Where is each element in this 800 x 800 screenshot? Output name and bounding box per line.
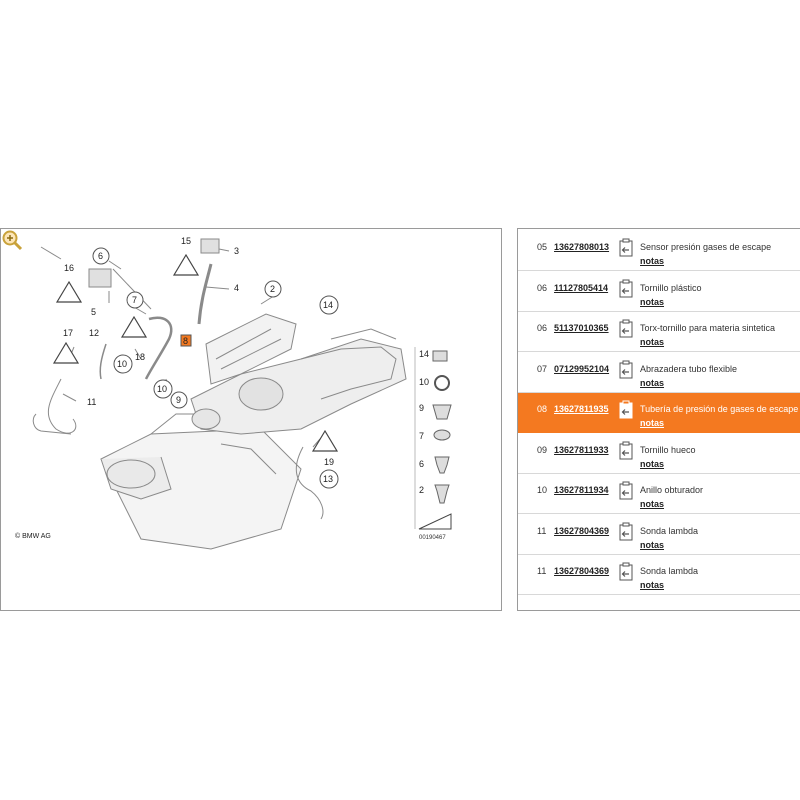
part-row[interactable]: 06 11127805414 Tornillo plástico notas bbox=[518, 272, 800, 312]
position-number: 05 bbox=[537, 242, 548, 252]
part-row[interactable]: 08 13627811935 Tubería de presión de gases… bbox=[518, 393, 800, 433]
add-to-cart-icon[interactable] bbox=[619, 319, 634, 339]
part-number-link[interactable]: 07129952104 bbox=[554, 363, 610, 374]
part-row[interactable]: 07 07129952104 Abrazadera tubo flexible not… bbox=[518, 353, 800, 393]
add-to-cart-icon[interactable] bbox=[619, 522, 634, 542]
position-number: 11 bbox=[537, 525, 547, 536]
add-to-cart-icon[interactable] bbox=[619, 279, 634, 299]
zoom-icon[interactable] bbox=[1, 229, 23, 251]
svg-text:3: 3 bbox=[234, 246, 239, 256]
part-number-link[interactable]: 13627804369 bbox=[554, 566, 610, 576]
notes-link[interactable]: notas bbox=[640, 499, 665, 509]
parts-list-panel: 05 13627808013 Sensor presión gases de esc… bbox=[517, 228, 800, 611]
svg-text:11: 11 bbox=[87, 397, 96, 407]
notes-link[interactable]: notas bbox=[640, 256, 665, 266]
svg-text:4: 4 bbox=[234, 283, 239, 293]
part-number-link[interactable]: 13627811935 bbox=[554, 404, 609, 414]
svg-text:10: 10 bbox=[419, 377, 429, 387]
svg-text:9: 9 bbox=[419, 403, 424, 413]
svg-text:7: 7 bbox=[419, 431, 424, 441]
svg-text:10: 10 bbox=[157, 384, 167, 394]
part-description: Sensor presión gases de escape bbox=[640, 242, 772, 252]
part-row[interactable]: 11 13627804369 Sonda lambda notas bbox=[518, 555, 800, 595]
position-number: 10 bbox=[537, 485, 548, 495]
svg-text:14: 14 bbox=[419, 349, 429, 359]
svg-text:14: 14 bbox=[323, 300, 333, 310]
notes-link[interactable]: notas bbox=[640, 377, 665, 388]
position-number: 11 bbox=[537, 566, 547, 576]
position-number: 06 bbox=[537, 323, 548, 333]
part-number-link[interactable]: 13627811933 bbox=[554, 444, 609, 455]
svg-text:15: 15 bbox=[181, 236, 191, 246]
svg-text:6: 6 bbox=[419, 459, 424, 469]
position-number: 09 bbox=[537, 444, 548, 455]
part-number-link[interactable]: 51137010365 bbox=[554, 323, 609, 333]
svg-text:8: 8 bbox=[183, 336, 188, 346]
parts-diagram: 6 16 15 3 4 2 14 5 7 12 17 18 10 10 9 8 … bbox=[32, 236, 452, 550]
part-row[interactable]: 09 13627811933 Tornillo hueco notas bbox=[518, 434, 800, 474]
add-to-cart-icon[interactable] bbox=[619, 441, 634, 461]
svg-text:6: 6 bbox=[98, 251, 103, 261]
add-to-cart-icon[interactable] bbox=[619, 360, 634, 380]
part-description: Torx-tornillo para materia sintetica bbox=[640, 323, 776, 333]
position-number: 08 bbox=[537, 404, 548, 414]
part-row[interactable]: 11 13627804369 Sonda lambda notas bbox=[518, 515, 800, 555]
add-to-cart-icon[interactable] bbox=[619, 400, 634, 420]
copyright-text: © BMW AG bbox=[15, 533, 51, 540]
position-number: 07 bbox=[537, 363, 548, 374]
part-description: Sonda lambda bbox=[640, 566, 699, 576]
diagram-number: 00190467 bbox=[419, 535, 446, 541]
part-number-link[interactable]: 11127805414 bbox=[554, 282, 609, 293]
part-description: Sonda lambda bbox=[640, 525, 699, 536]
svg-text:13: 13 bbox=[323, 474, 333, 484]
svg-text:17: 17 bbox=[63, 328, 73, 338]
part-description: Anillo obturador bbox=[640, 485, 704, 495]
notes-link[interactable]: notas bbox=[640, 580, 665, 590]
position-number: 06 bbox=[537, 282, 548, 293]
callout-labels: 6 16 15 3 4 2 14 5 7 12 17 18 10 10 9 8 … bbox=[63, 236, 339, 489]
svg-text:5: 5 bbox=[91, 307, 96, 317]
svg-text:12: 12 bbox=[89, 328, 99, 338]
parts-diagram-panel: 6 16 15 3 4 2 14 5 7 12 17 18 10 10 9 8 … bbox=[0, 228, 502, 611]
svg-text:10: 10 bbox=[117, 359, 127, 369]
add-to-cart-icon[interactable] bbox=[619, 562, 634, 582]
notes-link[interactable]: notas bbox=[640, 458, 665, 469]
part-description: Abrazadera tubo flexible bbox=[640, 363, 738, 374]
notes-link[interactable]: notas bbox=[640, 296, 665, 307]
svg-text:7: 7 bbox=[132, 295, 137, 305]
svg-text:9: 9 bbox=[176, 395, 181, 405]
notes-link[interactable]: notas bbox=[640, 418, 665, 428]
svg-text:18: 18 bbox=[135, 352, 145, 362]
svg-text:2: 2 bbox=[419, 485, 424, 495]
part-row[interactable]: 10 13627811934 Anillo obturador notas bbox=[518, 474, 800, 514]
small-parts-legend: 14 10 9 7 6 2 bbox=[414, 347, 452, 530]
part-row[interactable]: 05 13627808013 Sensor presión gases de esc… bbox=[518, 231, 800, 271]
part-row[interactable]: 06 51137010365 Torx-tornillo para materia … bbox=[518, 312, 800, 352]
add-to-cart-icon[interactable] bbox=[619, 238, 634, 258]
part-description: Tornillo hueco bbox=[640, 444, 696, 455]
part-number-link[interactable]: 13627808013 bbox=[554, 242, 610, 252]
part-number-link[interactable]: 13627811934 bbox=[554, 485, 609, 495]
notes-link[interactable]: notas bbox=[640, 539, 665, 550]
svg-text:19: 19 bbox=[324, 457, 334, 467]
part-description: Tubería de presión de gases de escape bbox=[640, 404, 799, 414]
notes-link[interactable]: notas bbox=[640, 337, 665, 347]
svg-text:16: 16 bbox=[64, 263, 74, 273]
part-description: Tornillo plástico bbox=[640, 282, 702, 293]
add-to-cart-icon[interactable] bbox=[619, 481, 634, 501]
part-number-link[interactable]: 13627804369 bbox=[554, 525, 610, 536]
svg-text:2: 2 bbox=[270, 284, 275, 294]
